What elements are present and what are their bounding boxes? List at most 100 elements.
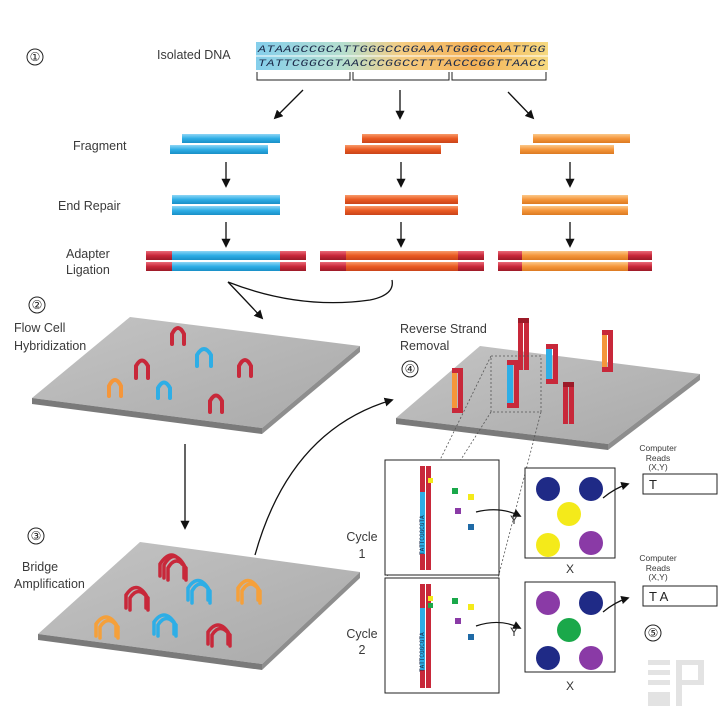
cluster-blue-1 (186, 578, 212, 605)
end-repair-down-arrows (221, 222, 575, 248)
flow-cell-label-2: Hybridization (14, 339, 86, 353)
step-1-marker (26, 48, 44, 66)
single-strand-clusters (452, 318, 613, 424)
cluster-orange-1 (236, 578, 262, 605)
computer-reads-2-line3: (X,Y) (648, 572, 668, 582)
cycle-1-image-arrow (475, 509, 522, 517)
template-red-4 (208, 393, 224, 414)
template-blue-1 (195, 347, 213, 368)
computer-read-2-value: T A (649, 589, 669, 604)
cycle-1-signal-dots (536, 477, 603, 557)
fragment-orange (520, 134, 630, 154)
cycle-1-read-arrow (602, 481, 630, 499)
cycle-1-label-number: 1 (359, 547, 366, 561)
cycle-1-panel (384, 459, 500, 576)
dna-top-strand: ATAAGCCGCATTGGGCCGGAAATGGGCCAATTGG (257, 44, 547, 56)
ligated-orange (498, 251, 652, 271)
computer-reads-2-line1: Computer (639, 553, 676, 563)
cycle-1-strand-seq: TATTCGGCGTA (419, 515, 426, 555)
cluster-red-1 (158, 553, 188, 582)
bridge-label-1: Bridge (22, 560, 58, 574)
step-3-marker (27, 527, 45, 545)
computer-reads-1-line1: Computer (639, 443, 676, 453)
bridge-to-removal-arrow (254, 397, 394, 556)
cycle-2-nucleotides (452, 598, 474, 640)
computer-read-2-box (642, 585, 718, 607)
cycle-2-read-arrow (602, 595, 630, 613)
cycle-2-strand: TATTCGGCGTA (419, 584, 433, 688)
hybridized-templates (107, 326, 253, 414)
cycle-1-strand: TATTCGGCGTA (419, 466, 433, 570)
watermark-logo (648, 660, 704, 706)
template-red-2 (134, 358, 150, 380)
strand-group-orange-2 (602, 330, 613, 372)
step-4-number: ④ (405, 362, 416, 376)
step-2-number: ② (32, 298, 43, 312)
ligated-red (320, 251, 484, 271)
step-4-marker (401, 360, 419, 378)
fragment-blue (170, 134, 280, 154)
bridge-label-2: Amplification (14, 577, 85, 591)
flow-cell-3 (396, 346, 700, 450)
split-arrows (273, 89, 535, 120)
reverse-strand-label-1: Reverse Strand (400, 322, 487, 336)
step-2-marker (28, 296, 46, 314)
cycle-2-strand-seq: TATTCGGCGTA (419, 632, 426, 672)
end-repair-blue (172, 195, 280, 215)
adapter-ligation-label-1: Adapter (66, 247, 110, 261)
cluster-blue-2 (152, 613, 178, 638)
end-repair-label: End Repair (58, 199, 121, 213)
zoom-region (385, 355, 542, 579)
cycle-1-label-word: Cycle (346, 530, 377, 544)
flow-cell-1 (32, 317, 360, 434)
ligated-blue (146, 251, 306, 271)
end-repair-red (345, 195, 458, 215)
merge-arrows (227, 279, 393, 320)
cluster-red-2 (124, 585, 150, 612)
strand-group-blue-2 (546, 344, 558, 384)
cycle-1-x-axis: X (566, 562, 574, 576)
fragment-brackets (256, 72, 547, 81)
step-1-number: ① (30, 50, 41, 64)
computer-read-1-value: T (649, 477, 657, 492)
strand-group-orange-1 (452, 368, 463, 413)
adapter-ligation-label-2: Ligation (66, 263, 110, 277)
cycle-2-x-axis: X (566, 679, 574, 693)
template-red-3 (237, 358, 253, 378)
computer-read-1-box (642, 473, 718, 495)
cycle-2-label-number: 2 (359, 643, 366, 657)
cluster-orange-2 (94, 615, 120, 640)
step-3-number: ③ (31, 529, 42, 543)
cluster-red-3 (206, 623, 232, 648)
bridge-clusters (94, 553, 262, 648)
strand-group-blue-1 (507, 360, 519, 408)
flow-cell-2 (38, 542, 360, 670)
cycle-1-y-axis: Y (510, 513, 518, 527)
step-5-number: ⑤ (648, 626, 659, 640)
template-red-1 (170, 326, 186, 346)
cycle-2-y-axis: Y (510, 625, 518, 639)
flow-cell-label-1: Flow Cell (14, 321, 65, 335)
fragment-label: Fragment (73, 139, 127, 153)
cycle-2-image-arrow (475, 621, 522, 629)
cycle-2-label-word: Cycle (346, 627, 377, 641)
step-5-marker (644, 624, 662, 642)
fragment-red (345, 134, 458, 154)
isolated-dna-label: Isolated DNA (157, 48, 231, 62)
reverse-strand-label-2: Removal (400, 339, 449, 353)
cycle-1-nucleotides (452, 488, 474, 530)
dna-bottom-strand: TATTCGGCGTAACCCGGCCTTTACCCGGTTAACC (258, 58, 546, 70)
computer-reads-1-line3: (X,Y) (648, 462, 668, 472)
template-blue-2 (156, 380, 172, 400)
fragment-down-arrows (221, 162, 575, 188)
cycle-2-panel (384, 577, 500, 694)
computer-reads-2-line2: Reads (646, 563, 671, 573)
end-repair-orange (522, 195, 628, 215)
computer-reads-1-line2: Reads (646, 453, 671, 463)
dna-double-strand: ATAAGCCGCATTGGGCCGGAAATGGGCCAATTGG TATTC… (256, 42, 548, 70)
strand-group-red-tall (518, 318, 529, 370)
template-orange-1 (107, 378, 123, 398)
strand-group-red-2 (563, 382, 574, 424)
cycle-2-signal-dots (536, 591, 603, 670)
